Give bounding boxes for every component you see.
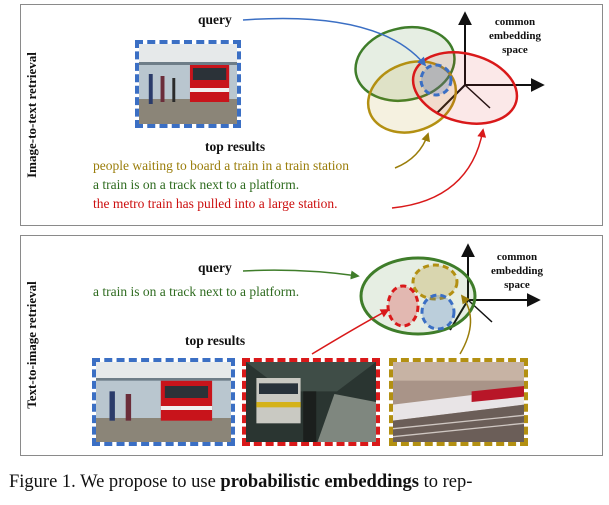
text-to-image-side-label: Text-to-image retrieval bbox=[24, 281, 39, 409]
bottom-space-label: common embedding space bbox=[491, 251, 543, 291]
highspeed-photo-graphic bbox=[393, 362, 524, 442]
platform-photo-graphic bbox=[246, 362, 376, 442]
tram-photo-graphic-2 bbox=[96, 362, 231, 442]
image-to-text-side-label: Image-to-text retrieval bbox=[24, 52, 39, 178]
image-to-text-panel bbox=[20, 4, 603, 226]
result-text-green: a train is on a track next to a platform… bbox=[93, 177, 300, 192]
top-query-label: query bbox=[198, 12, 232, 27]
result-image-highspeed bbox=[389, 358, 528, 446]
result-text-gold: people waiting to board a train in a tra… bbox=[93, 158, 350, 173]
text-to-image-panel bbox=[20, 235, 603, 456]
top-results-label-bottom: top results bbox=[185, 333, 246, 348]
result-text-red: the metro train has pulled into a large … bbox=[93, 196, 338, 211]
result-image-platform bbox=[242, 358, 380, 446]
top-space-label: common embedding space bbox=[489, 16, 541, 56]
bottom-query-label: query bbox=[198, 260, 232, 275]
caption-bold: probabilistic embeddings bbox=[220, 472, 419, 492]
top-results-label-top: top results bbox=[205, 139, 266, 154]
query-image-tram bbox=[135, 40, 241, 128]
bottom-query-text: a train is on a track next to a platform… bbox=[93, 284, 300, 299]
figure-caption: Figure 1. We propose to use probabilisti… bbox=[9, 472, 473, 492]
tram-photo-graphic bbox=[139, 44, 237, 124]
result-image-tram bbox=[92, 358, 235, 446]
